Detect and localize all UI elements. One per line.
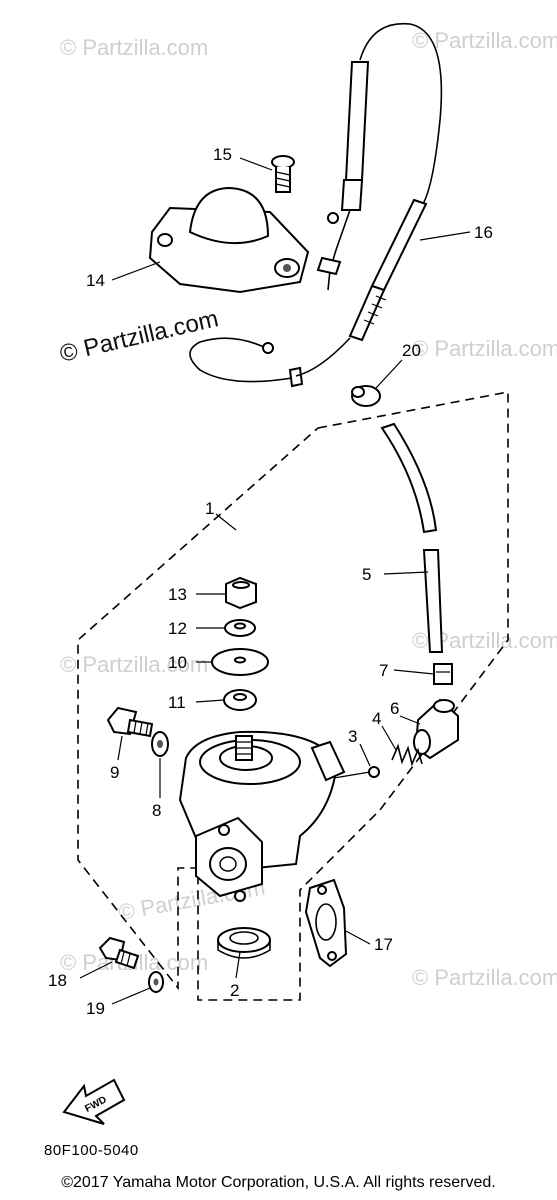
copyright-footer: ©2017 Yamaha Motor Corporation, U.S.A. A… [61,1174,496,1191]
callout-7: 7 [379,661,388,680]
callout-16: 16 [474,223,493,242]
part-8-washer [151,731,169,757]
part-6-fitting [413,698,459,760]
callout-5: 5 [362,565,371,584]
callout-4: 4 [372,709,381,728]
callout-15: 15 [213,145,232,164]
callout-12: 12 [168,619,187,638]
watermark: © Partzilla.com [412,28,557,53]
callout-18: 18 [48,971,67,990]
part-5-hose [380,422,444,653]
part-3-ball [368,766,380,778]
part-11-washer [223,689,257,711]
part-15-screw [271,155,295,193]
watermark: © Partzilla.com [412,965,557,990]
part-16-hose [189,198,428,388]
callout-20: 20 [402,341,421,360]
part-18-bolt [98,936,140,970]
callout-2: 2 [230,981,239,1000]
part-14-cover [148,186,310,294]
watermark: © Partzilla.com [60,652,208,677]
part-4-spring [391,743,423,767]
part-17-gasket [304,878,348,968]
callout-10: 10 [168,653,187,672]
watermark-group: © Partzilla.com © Partzilla.com © Partzi… [57,28,557,990]
callout-6: 6 [390,699,399,718]
part-19-washer [148,971,164,993]
fwd-arrow: FWD [62,1078,126,1125]
part-20-collar [351,385,381,407]
part-7-clip [433,663,453,685]
part-10-diaphragm [211,648,269,676]
callout-19: 19 [86,999,105,1018]
diagram-code: 80F100-5040 [44,1142,139,1159]
leader-lines [79,157,471,1005]
part-2-seal [217,927,271,959]
cable-assembly [316,22,443,291]
callout-labels: 15 14 16 20 1 5 7 6 4 3 13 12 10 11 9 8 … [48,145,493,1018]
watermark: © Partzilla.com [412,336,557,361]
part-12-washer [224,619,256,637]
callout-1: 1 [205,499,214,518]
part-9-bolt [106,706,154,738]
pump-body [178,730,346,902]
callout-8: 8 [152,801,161,820]
callout-13: 13 [168,585,187,604]
callout-3: 3 [348,727,357,746]
part-13-nut [225,576,257,610]
callout-14: 14 [86,271,105,290]
callout-17: 17 [374,935,393,954]
assembly-outline [77,391,509,1001]
watermark-dark: © Partzilla.com [57,305,221,368]
watermark: © Partzilla.com [60,35,208,60]
callout-9: 9 [110,763,119,782]
callout-11: 11 [168,693,186,712]
